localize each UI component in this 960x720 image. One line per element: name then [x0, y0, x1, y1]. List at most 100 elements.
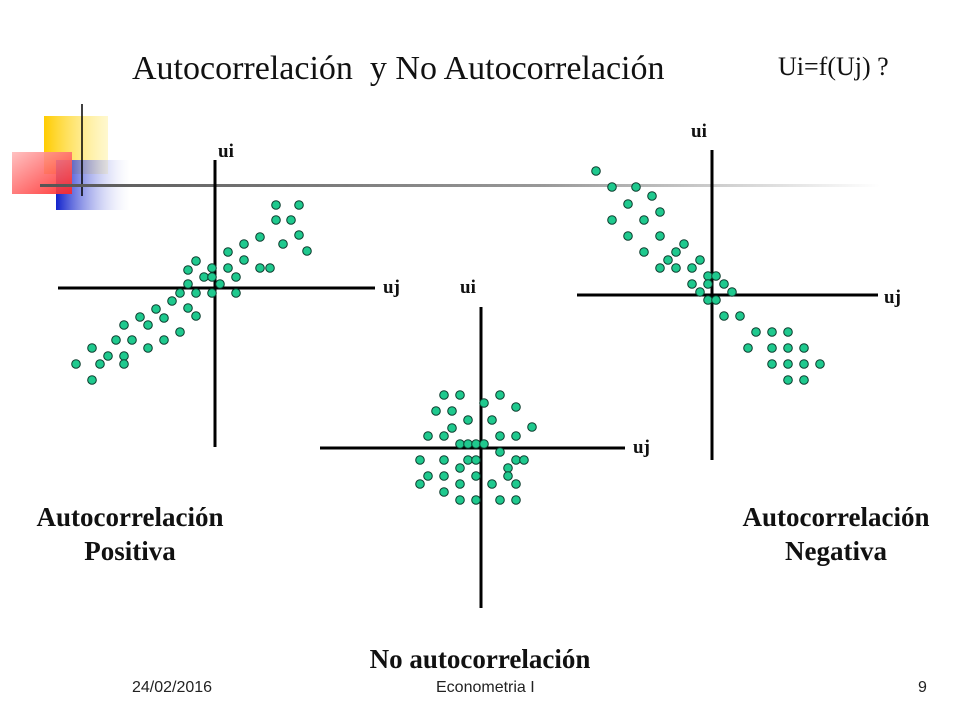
positive-data-point: [183, 303, 193, 313]
positive-data-point: [207, 288, 217, 298]
positive-data-point: [271, 215, 281, 225]
positive-data-point: [191, 311, 201, 321]
positive-data-point: [119, 351, 129, 361]
none-data-point: [447, 423, 457, 433]
negative-dots: [591, 166, 825, 385]
none-data-point: [463, 415, 473, 425]
negative-data-point: [719, 311, 729, 321]
positive-data-point: [199, 272, 209, 282]
positive-data-point: [239, 255, 249, 265]
positive-data-point: [87, 375, 97, 385]
negative-data-point: [679, 239, 689, 249]
positive-data-point: [223, 263, 233, 273]
none-data-point: [479, 439, 489, 449]
none-data-point: [511, 495, 521, 505]
negative-data-point: [703, 295, 713, 305]
negative-data-point: [655, 263, 665, 273]
negative-data-point: [767, 359, 777, 369]
none-data-point: [463, 439, 473, 449]
positive-data-point: [135, 312, 145, 322]
negative-data-point: [799, 375, 809, 385]
negative-data-point: [815, 359, 825, 369]
none-panel: [320, 307, 625, 608]
positive-data-point: [127, 335, 137, 345]
positive-x-label: uj: [383, 277, 400, 298]
none-data-point: [439, 390, 449, 400]
negative-data-point: [695, 255, 705, 265]
positive-data-point: [71, 359, 81, 369]
none-data-point: [471, 495, 481, 505]
positive-data-point: [294, 230, 304, 240]
positive-data-point: [239, 239, 249, 249]
none-data-point: [455, 495, 465, 505]
negative-data-point: [607, 182, 617, 192]
positive-data-point: [231, 288, 241, 298]
negative-data-point: [647, 191, 657, 201]
positive-data-point: [278, 239, 288, 249]
none-data-point: [455, 463, 465, 473]
negative-data-point: [623, 231, 633, 241]
none-data-point: [495, 447, 505, 457]
positive-data-point: [95, 359, 105, 369]
none-data-point: [415, 455, 425, 465]
positive-data-point: [103, 351, 113, 361]
none-data-point: [471, 471, 481, 481]
none-data-point: [455, 390, 465, 400]
none-x-label: uj: [633, 437, 650, 458]
positive-data-point: [119, 320, 129, 330]
negative-data-point: [687, 279, 697, 289]
negative-data-point: [607, 215, 617, 225]
negative-data-point: [767, 327, 777, 337]
negative-y-label: ui: [691, 121, 707, 142]
negative-data-point: [783, 343, 793, 353]
positive-data-point: [119, 359, 129, 369]
positive-data-point: [286, 215, 296, 225]
header-rule: [40, 184, 880, 187]
none-data-point: [423, 431, 433, 441]
positive-data-point: [143, 343, 153, 353]
negative-data-point: [735, 311, 745, 321]
negative-data-point: [671, 263, 681, 273]
positive-data-point: [191, 288, 201, 298]
negative-data-point: [719, 279, 729, 289]
positive-data-point: [183, 279, 193, 289]
negative-data-point: [751, 327, 761, 337]
positive-dots: [71, 200, 312, 385]
positive-data-point: [167, 296, 177, 306]
none-data-point: [503, 463, 513, 473]
negative-data-point: [799, 359, 809, 369]
positive-data-point: [207, 272, 217, 282]
negative-caption-line2: Negativa: [785, 536, 887, 566]
positive-caption-line2: Positiva: [84, 536, 176, 566]
none-data-point: [439, 487, 449, 497]
positive-data-point: [215, 279, 225, 289]
none-data-point: [423, 471, 433, 481]
none-data-point: [447, 406, 457, 416]
footer-date: 24/02/2016: [132, 679, 213, 696]
negative-data-point: [655, 207, 665, 217]
negative-data-point: [711, 295, 721, 305]
positive-data-point: [175, 288, 185, 298]
negative-data-point: [671, 247, 681, 257]
none-data-point: [455, 479, 465, 489]
negative-x-label: uj: [884, 287, 901, 308]
none-data-point: [511, 455, 521, 465]
none-data-point: [487, 415, 497, 425]
positive-data-point: [151, 304, 161, 314]
positive-data-point: [175, 327, 185, 337]
none-data-point: [495, 431, 505, 441]
none-data-point: [471, 439, 481, 449]
positive-data-point: [255, 263, 265, 273]
negative-data-point: [591, 166, 601, 176]
none-data-point: [471, 455, 481, 465]
none-data-point: [439, 471, 449, 481]
negative-data-point: [727, 287, 737, 297]
question-text: Ui=f(Uj) ?: [778, 52, 889, 81]
negative-data-point: [799, 343, 809, 353]
positive-data-point: [191, 256, 201, 266]
negative-data-point: [703, 279, 713, 289]
positive-data-point: [271, 200, 281, 210]
positive-data-point: [159, 313, 169, 323]
negative-data-point: [703, 271, 713, 281]
